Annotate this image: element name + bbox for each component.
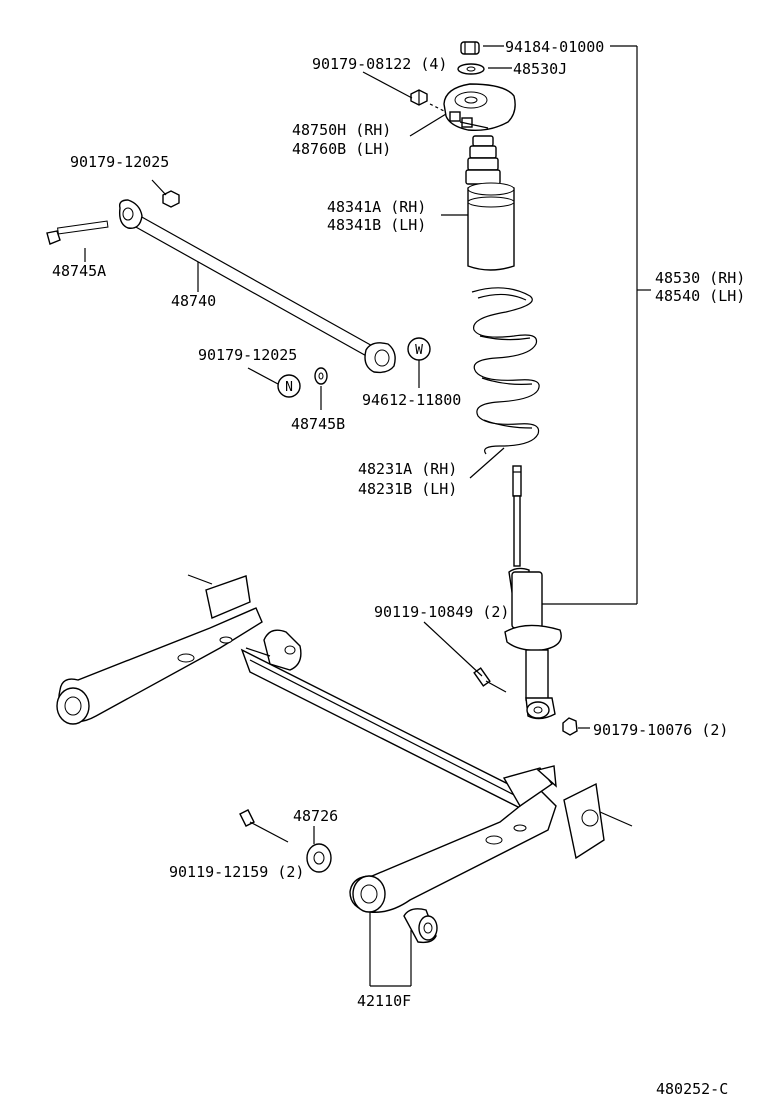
label-90179-12025-mid: 90179-12025	[198, 346, 297, 364]
lower-shock-bolt	[473, 667, 507, 693]
washer-48726	[306, 843, 332, 873]
leader-lines	[84, 45, 651, 987]
mount-nut	[410, 89, 428, 106]
label-90119-12159: 90119-12159 (2)	[169, 863, 304, 881]
label-48231A: 48231A (RH)	[358, 460, 457, 478]
bushing-42110F	[403, 908, 438, 944]
mount-nut-dash	[429, 103, 447, 113]
diagram-code: 480252-C	[656, 1080, 728, 1098]
bump-stopper	[465, 135, 501, 185]
label-48750H: 48750H (RH)	[292, 121, 391, 139]
label-48530-rh: 48530 (RH)	[655, 269, 745, 287]
label-48745A: 48745A	[52, 262, 106, 280]
axle-bolt-90119-12159	[239, 809, 289, 843]
upper-support-mount	[443, 83, 516, 132]
rear-axle-beam	[56, 574, 633, 913]
lateral-rod	[118, 199, 396, 374]
lateral-rod-bolt	[46, 220, 109, 245]
washer-48745B	[314, 367, 328, 385]
label-90179-12025-top: 90179-12025	[70, 153, 169, 171]
label-48760B: 48760B (LH)	[292, 140, 391, 158]
lateral-rod-nut	[162, 190, 180, 208]
label-48745B: 48745B	[291, 415, 345, 433]
label-90179-10076: 90179-10076 (2)	[593, 721, 728, 739]
label-48740: 48740	[171, 292, 216, 310]
label-48341B: 48341B (LH)	[327, 216, 426, 234]
symbol-n-circle: N	[277, 374, 301, 398]
lower-shock-nut	[562, 717, 578, 736]
label-48540-lh: 48540 (LH)	[655, 287, 745, 305]
symbol-w: W	[415, 343, 423, 358]
coil-spring	[471, 287, 540, 455]
label-48530J: 48530J	[513, 60, 567, 78]
label-48726: 48726	[293, 807, 338, 825]
label-94184-01000: 94184-01000	[505, 38, 604, 56]
symbol-w-circle: W	[407, 337, 431, 361]
dust-boot	[467, 182, 515, 271]
label-42110F: 42110F	[357, 992, 411, 1010]
symbol-n: N	[285, 380, 293, 395]
upper-washer	[457, 63, 485, 75]
label-48341A: 48341A (RH)	[327, 198, 426, 216]
label-48231B: 48231B (LH)	[358, 480, 457, 498]
label-90179-08122: 90179-08122 (4)	[312, 55, 447, 73]
shock-absorber	[504, 465, 562, 720]
upper-support-nut	[460, 41, 480, 55]
label-94612-11800: 94612-11800	[362, 391, 461, 409]
label-90119-10849: 90119-10849 (2)	[374, 603, 509, 621]
